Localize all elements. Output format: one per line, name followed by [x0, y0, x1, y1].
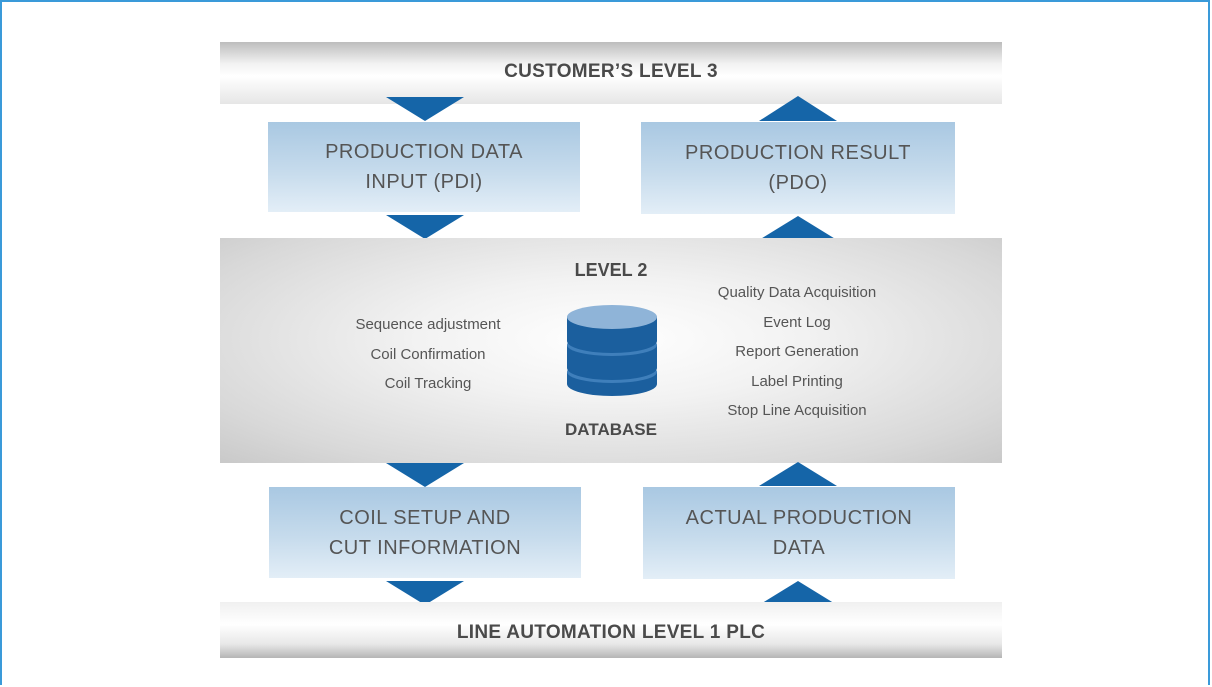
actual-production-box: ACTUAL PRODUCTION DATA: [643, 487, 955, 579]
list-item: Coil Confirmation: [370, 345, 486, 363]
list-item: Report Generation: [735, 343, 859, 360]
coil-setup-line-1: COIL SETUP AND: [339, 506, 511, 529]
list-item: Stop Line Acquisition: [727, 402, 867, 419]
coil-setup-box: COIL SETUP AND CUT INFORMATION: [269, 487, 581, 578]
pdi-line-2: INPUT (PDI): [365, 171, 483, 193]
actual-production-line-2: DATA: [772, 537, 826, 559]
plc-to-actual-production-up-arrow: [759, 581, 837, 605]
pdo-outbound-up-arrow: [759, 96, 837, 121]
list-item: Coil Tracking: [384, 375, 472, 392]
level-2-title: LEVEL 2: [574, 260, 648, 280]
level-2-panel: LEVEL 2 Sequence adjustment Coil Confirm…: [220, 238, 1002, 463]
pdi-inbound-down-arrow: [386, 97, 464, 121]
level-2-right-list: Quality Data Acquisition Event Log Repor…: [688, 278, 906, 426]
production-result-box: PRODUCTION RESULT (PDO): [641, 122, 955, 214]
list-item: Sequence adjustment: [355, 316, 501, 333]
customer-level-3-band: CUSTOMER’S LEVEL 3: [220, 42, 1002, 104]
pdo-line-2: (PDO): [768, 172, 828, 194]
database-label: DATABASE: [565, 420, 657, 439]
actual-production-line-1: ACTUAL PRODUCTION: [685, 507, 913, 529]
coil-setup-line-2: CUT INFORMATION: [328, 536, 522, 559]
line-automation-label: LINE AUTOMATION LEVEL 1 PLC: [456, 622, 766, 643]
level2-to-coil-setup-down-arrow: [386, 463, 464, 487]
database-cylinder-icon: [567, 305, 657, 396]
pdi-line-1: PRODUCTION DATA: [325, 141, 523, 163]
level2-to-pdo-up-arrow: [759, 216, 837, 240]
pdi-to-level2-down-arrow: [386, 215, 464, 239]
actual-production-to-level2-up-arrow: [759, 462, 837, 486]
line-automation-band: LINE AUTOMATION LEVEL 1 PLC: [220, 602, 1002, 658]
list-item: Label Printing: [751, 372, 843, 390]
list-item: Quality Data Acquisition: [717, 284, 877, 301]
production-data-input-box: PRODUCTION DATA INPUT (PDI): [268, 122, 580, 212]
pdo-line-1: PRODUCTION RESULT: [685, 142, 911, 164]
customer-level-3-label: CUSTOMER’S LEVEL 3: [504, 61, 718, 82]
level-2-left-list: Sequence adjustment Coil Confirmation Co…: [320, 310, 536, 399]
list-item: Event Log: [763, 313, 831, 331]
coil-setup-to-plc-down-arrow: [386, 581, 464, 605]
